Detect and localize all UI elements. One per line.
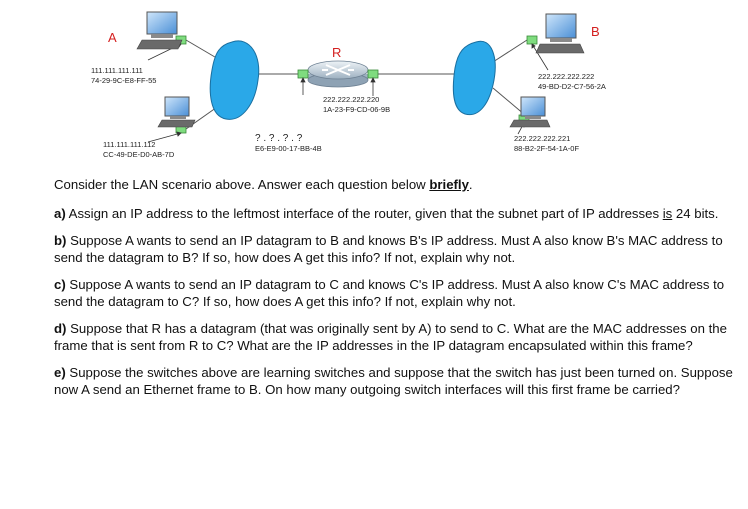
host-d-computer-icon xyxy=(509,96,551,128)
host-a-address: 111.111.111.111 74-29-9C-E8-FF-55 xyxy=(91,66,156,86)
host-c-mac: CC-49-DE-D0-AB-7D xyxy=(103,150,175,159)
intro-emphasis: briefly xyxy=(429,177,469,192)
question-b-text: Suppose A wants to send an IP datagram t… xyxy=(54,233,723,265)
question-e-label: e) xyxy=(54,365,66,380)
host-d-ip: 222.222.222.221 xyxy=(514,134,571,143)
host-b-ip: 222.222.222.222 xyxy=(538,72,595,81)
host-c-address: 111.111.111.112 CC-49-DE-D0-AB-7D xyxy=(103,140,174,160)
host-a-ip: 111.111.111.111 xyxy=(91,66,143,75)
host-b-mac: 49-BD-D2-C7-56-2A xyxy=(538,82,606,91)
router-right-address: 222.222.222.220 1A-23-F9-CD-06-9B xyxy=(323,95,390,115)
left-switch-icon xyxy=(209,40,260,120)
question-c-label: c) xyxy=(54,277,66,292)
router-label: R xyxy=(332,45,342,60)
host-b-label: B xyxy=(591,24,600,39)
question-c-text: Suppose A wants to send an IP datagram t… xyxy=(54,277,725,309)
question-d-text: Suppose that R has a datagram (that was … xyxy=(54,321,727,353)
host-a-label: A xyxy=(108,30,117,45)
intro-pre: Consider the LAN scenario above. Answer … xyxy=(54,177,430,192)
host-d-address: 222.222.222.221 88-B2-2F-54-1A-0F xyxy=(514,134,579,154)
question-c: c) Suppose A wants to send an IP datagra… xyxy=(54,276,744,310)
host-a-computer-icon xyxy=(136,11,183,50)
network-diagram xyxy=(136,11,585,143)
host-d-mac: 88-B2-2F-54-1A-0F xyxy=(514,144,580,153)
question-a: a) Assign an IP address to the leftmost … xyxy=(54,205,744,222)
host-c-computer-icon xyxy=(157,96,196,128)
host-c-ip: 111.111.111.112 xyxy=(103,140,156,149)
question-d: d) Suppose that R has a datagram (that w… xyxy=(54,320,744,354)
question-b-label: b) xyxy=(54,233,67,248)
intro-text: Consider the LAN scenario above. Answer … xyxy=(54,176,744,193)
intro-post: . xyxy=(468,177,473,192)
right-switch-icon xyxy=(452,40,496,116)
question-a-underlined: is xyxy=(662,206,673,221)
router-icon xyxy=(307,60,369,88)
question-e-text: Suppose the switches above are learning … xyxy=(54,365,733,397)
host-b-address: 222.222.222.222 49-BD-D2-C7-56-2A xyxy=(538,72,606,92)
question-list: Consider the LAN scenario above. Answer … xyxy=(54,176,744,408)
question-b: b) Suppose A wants to send an IP datagra… xyxy=(54,232,744,266)
router-right-mac: 1A-23-F9-CD-06-9B xyxy=(323,105,391,114)
router-left-ip: ? . ? . ? . ? xyxy=(255,133,303,144)
router-left-mac: E6-E9-00-17-BB-4B xyxy=(255,144,322,153)
host-a-mac: 74-29-9C-E8-FF-55 xyxy=(91,76,157,85)
host-b-computer-icon xyxy=(535,13,585,54)
question-e: e) Suppose the switches above are learni… xyxy=(54,364,744,398)
router-right-ip: 222.222.222.220 xyxy=(323,95,380,104)
question-a-text-pre: Assign an IP address to the leftmost int… xyxy=(65,206,663,221)
router-left-address: ? . ? . ? . ? E6-E9-00-17-BB-4B xyxy=(255,133,322,154)
question-d-label: d) xyxy=(54,321,67,336)
question-a-label: a) xyxy=(54,206,66,221)
question-a-text-post: 24 bits. xyxy=(672,206,719,221)
